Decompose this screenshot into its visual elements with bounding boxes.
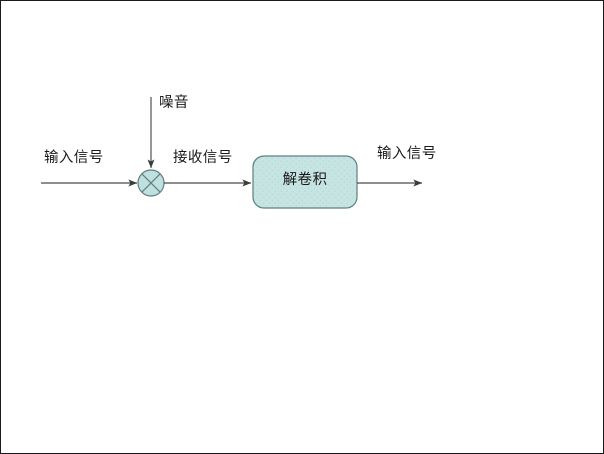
label-input-signal-left: 输入信号: [44, 150, 104, 166]
label-received-signal: 接收信号: [173, 150, 233, 166]
label-output-signal-right: 输入信号: [377, 146, 437, 162]
mixer-x-stroke-2: [141, 173, 161, 193]
label-deconvolution-block: 解卷积: [282, 172, 328, 188]
label-noise: 噪音: [159, 95, 189, 111]
deconvolution-block: [252, 155, 358, 209]
